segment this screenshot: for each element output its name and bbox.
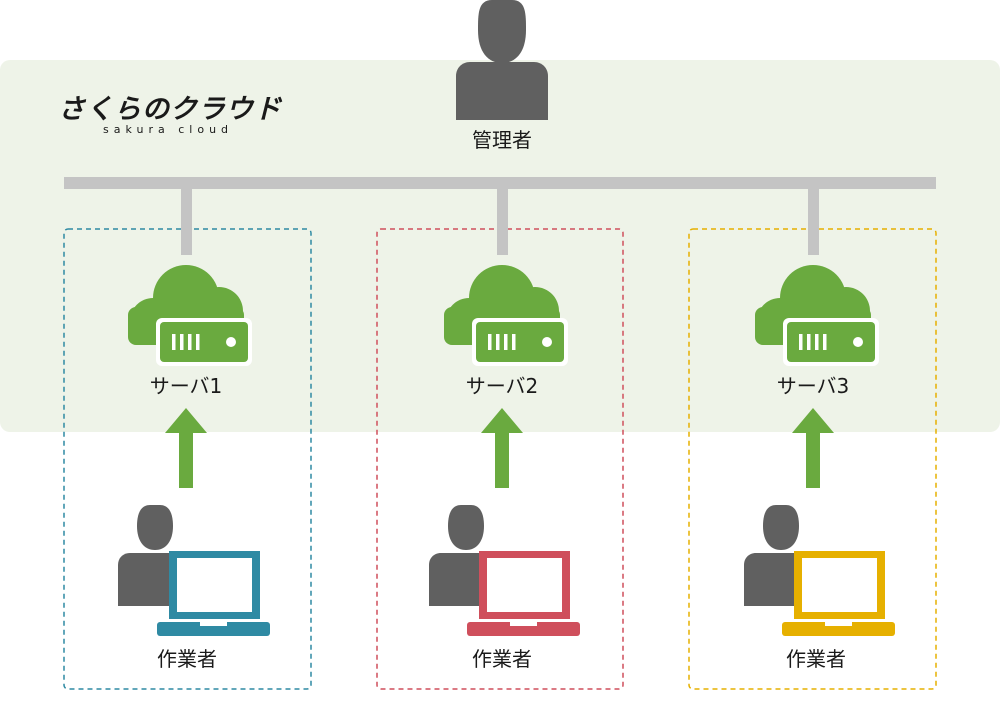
- server-group-2: サーバ2 作業者: [376, 187, 624, 690]
- laptop-icon: [467, 551, 580, 636]
- server-label: サーバ3: [777, 374, 850, 398]
- server-label: サーバ1: [150, 374, 223, 398]
- laptop-icon: [157, 551, 270, 636]
- logo-sub-text: sakura cloud: [103, 123, 233, 136]
- up-arrow-icon: [481, 408, 523, 488]
- connector-line: [497, 187, 508, 255]
- cloud-server-icon: [128, 265, 252, 366]
- connector-line: [808, 187, 819, 255]
- cloud-server-icon: [444, 265, 568, 366]
- laptop-icon: [782, 551, 895, 636]
- sakura-cloud-logo: さくらのクラウド sakura cloud: [58, 94, 283, 136]
- worker-label: 作業者: [157, 647, 217, 671]
- logo-main-text: さくらのクラウド: [58, 94, 283, 125]
- connector-line: [181, 187, 192, 255]
- worker-label: 作業者: [472, 647, 532, 671]
- admin-label: 管理者: [472, 128, 532, 152]
- server-group-3: サーバ3 作業者: [688, 187, 937, 690]
- up-arrow-icon: [792, 408, 834, 488]
- cloud-server-icon: [755, 265, 879, 366]
- server-label: サーバ2: [466, 374, 539, 398]
- admin-person-icon: [456, 0, 548, 120]
- network-bus: [64, 177, 936, 189]
- worker-label: 作業者: [786, 647, 846, 671]
- up-arrow-icon: [165, 408, 207, 488]
- server-group-1: サーバ1 作業者: [63, 187, 312, 690]
